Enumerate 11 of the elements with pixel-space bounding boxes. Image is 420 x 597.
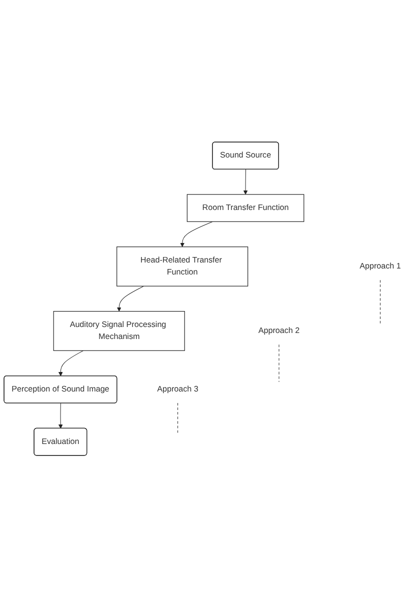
arrow xyxy=(58,402,63,428)
node-box: Room Transfer Function xyxy=(186,194,304,222)
arrow xyxy=(58,350,84,376)
arrow xyxy=(243,169,248,194)
node-text: Approach 1 xyxy=(360,262,401,270)
node-text: Approach 3 xyxy=(157,384,198,394)
arrow xyxy=(116,286,144,312)
node-text: Approach 2 xyxy=(258,326,300,335)
node-box: Auditory Signal Processing Mechanism xyxy=(53,310,185,351)
node-box: Head-Related Transfer Function xyxy=(116,246,248,286)
arrow xyxy=(180,221,213,247)
